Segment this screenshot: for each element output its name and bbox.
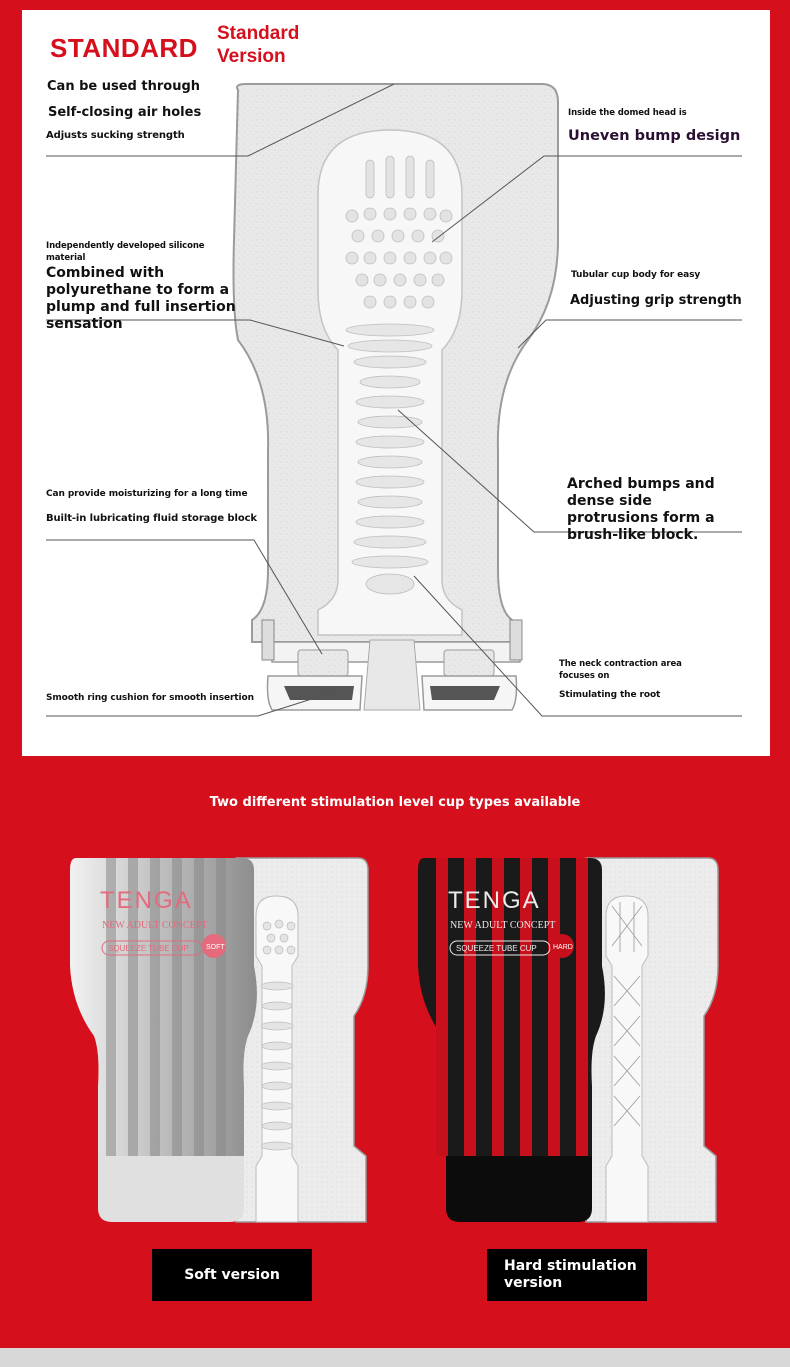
callout-ring-cushion: Smooth ring cushion for smooth insertion bbox=[46, 693, 254, 703]
callout-dome-big: Uneven bump design bbox=[568, 128, 741, 144]
section-caption: Two different stimulation level cup type… bbox=[209, 795, 581, 810]
callout-air-holes-line2: Self-closing air holes bbox=[48, 105, 202, 120]
soft-product-image: TENGA NEW ADULT CONCEPT SQUEEZE TUBE CUP… bbox=[70, 857, 369, 1223]
callout-silicone-big: Combined with polyurethane to form a plu… bbox=[46, 265, 236, 332]
callout-neck-small: The neck contraction area focuses on bbox=[559, 659, 682, 681]
cross-section-diagram bbox=[46, 83, 742, 717]
shaft-ridges bbox=[345, 323, 435, 595]
soft-brand-text: TENGA bbox=[100, 887, 193, 914]
callout-silicone-small: Independently developed silicone materia… bbox=[46, 241, 205, 263]
soft-version-label: Soft version bbox=[152, 1249, 312, 1301]
soft-badge-text: SOFT bbox=[206, 944, 225, 951]
callout-dome-small: Inside the domed head is bbox=[568, 108, 687, 118]
hard-badge-text: HARD bbox=[553, 944, 573, 951]
title-standard-version: Standard Version bbox=[217, 23, 300, 67]
soft-tagline-text: NEW ADULT CONCEPT bbox=[102, 920, 207, 931]
callout-lubricant-small: Can provide moisturizing for a long time bbox=[46, 489, 248, 499]
hard-brand-text: TENGA bbox=[448, 887, 541, 914]
hard-product-image: TENGA NEW ADULT CONCEPT SQUEEZE TUBE CUP… bbox=[418, 857, 719, 1223]
hard-version-label: Hard stimulation version bbox=[487, 1249, 647, 1301]
callout-brush-block: Arched bumps and dense side protrusions … bbox=[567, 476, 715, 543]
leader-lines bbox=[46, 83, 742, 717]
hard-tagline-text: NEW ADULT CONCEPT bbox=[450, 920, 555, 931]
bottom-strip bbox=[0, 1348, 790, 1367]
soft-model-text: SQUEEZE TUBE CUP bbox=[108, 944, 189, 953]
callout-lubricant-big: Built-in lubricating fluid storage block bbox=[46, 513, 257, 524]
callout-grip-small: Tubular cup body for easy bbox=[571, 270, 701, 280]
feature-panel: STANDARD Standard Version Can be used th… bbox=[22, 10, 770, 756]
callout-air-holes-line3: Adjusts sucking strength bbox=[46, 130, 185, 141]
title-standard: STANDARD bbox=[50, 33, 198, 63]
base-assembly bbox=[261, 619, 523, 711]
callout-neck-big: Stimulating the root bbox=[559, 690, 661, 700]
dome-bumps bbox=[345, 155, 453, 309]
callout-air-holes-line1: Can be used through bbox=[47, 79, 201, 94]
callout-grip-big: Adjusting grip strength bbox=[570, 293, 742, 308]
hard-model-text: SQUEEZE TUBE CUP bbox=[456, 944, 537, 953]
